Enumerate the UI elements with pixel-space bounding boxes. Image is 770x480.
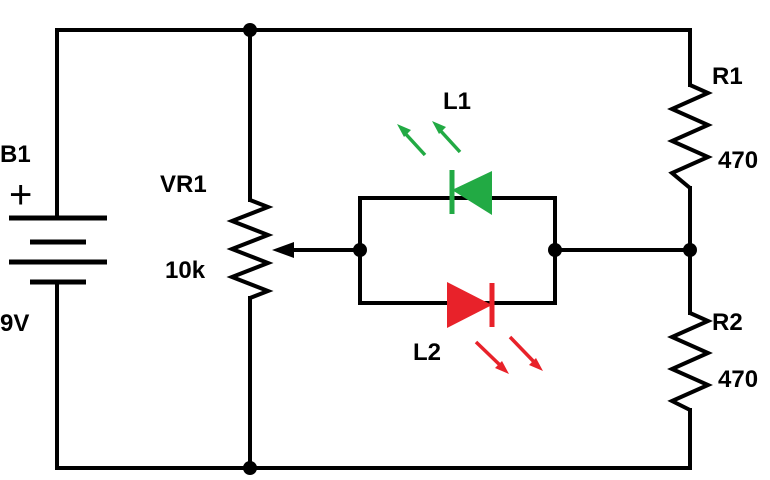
led-l1-label: L1 [443,88,471,115]
potentiometer-ref-label: VR1 [160,171,207,198]
resistor-r2-ref-label: R2 [712,309,743,336]
wire-led-loop [358,196,557,305]
junction-dot [548,243,562,257]
junction-dot [353,243,367,257]
resistor-r1-ref-label: R1 [712,63,743,90]
resistor-r1-symbol [667,83,713,190]
resistor-r2-value-label: 470 [718,366,758,393]
junction-dot [243,461,257,475]
resistor-r2-symbol [667,311,713,412]
junction-dot [683,243,697,257]
led-l2-label: L2 [413,339,441,366]
wiper-arrowhead [272,242,294,258]
potentiometer-symbol [226,198,274,300]
battery-ref-label: B1 [0,141,31,168]
led-l2-symbol [447,282,543,374]
led-l1-symbol [397,121,492,215]
battery-plus-sign: + [9,173,32,217]
junction-dot [243,23,257,37]
battery-symbol [9,215,107,285]
potentiometer-value-label: 10k [165,257,206,284]
resistor-r1-value-label: 470 [718,147,758,174]
battery-value-label: 9V [0,310,29,337]
